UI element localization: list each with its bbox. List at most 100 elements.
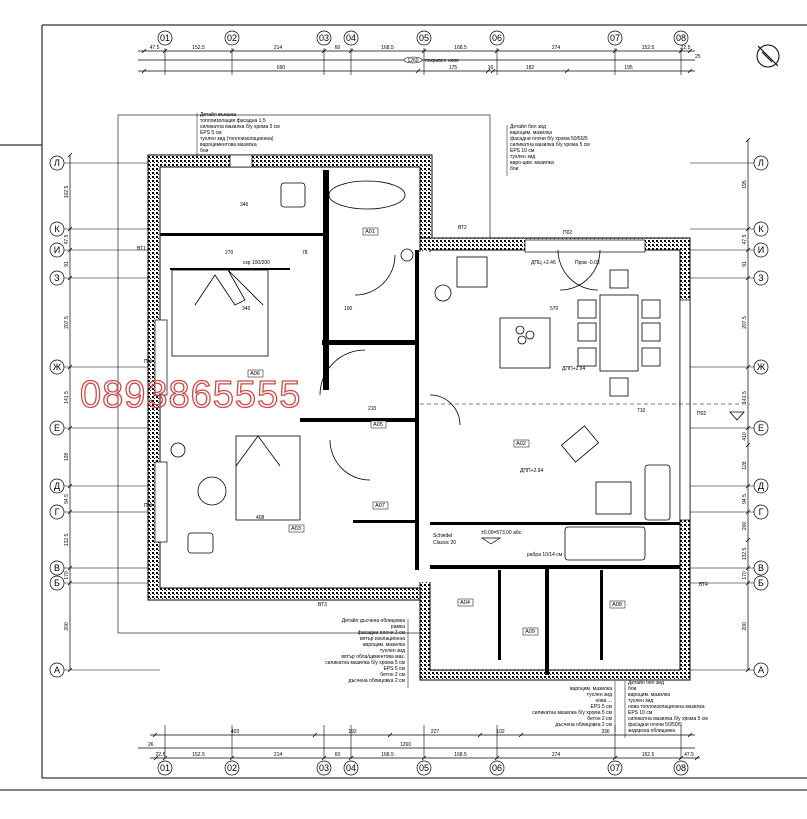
dimension-text: 152.5 <box>642 752 655 758</box>
row-axis-bubble: Д <box>49 478 65 494</box>
room-label: A05 <box>373 422 383 428</box>
legend-item: вятър изолационна <box>360 636 405 642</box>
row-axis-bubble: Е <box>753 420 769 436</box>
row-axis-label: Б <box>54 578 60 588</box>
legend-title: Детайл бял зид <box>510 123 546 130</box>
beam-mid: ДПП+2.94 <box>562 366 585 372</box>
column-axis-label: 07 <box>610 33 620 43</box>
dimension-text: 60 <box>335 45 341 51</box>
row-axis-bubble: Д <box>753 478 769 494</box>
dimension-text: 1260 <box>407 58 418 64</box>
dim-text: 100 <box>344 306 353 312</box>
row-axis-bubble: Г <box>49 504 65 520</box>
legend-item: вароцим. мазилка <box>570 686 612 692</box>
window-label: ПМ <box>144 359 152 365</box>
slab-note: рабра 10/14 см <box>527 552 563 558</box>
legend-title: Детайл бял зид <box>628 679 664 686</box>
dim-text: 710 <box>637 408 646 414</box>
row-axis-bubble: А <box>753 662 769 678</box>
dimension-text: 227 <box>431 729 440 735</box>
legend-item: нова топлоизолационна мазилка <box>628 704 705 710</box>
legend-item: фасадни плочи б/у хрома 50/50/5 <box>510 136 588 142</box>
legend-item: фасадни плочи 50/50/5 <box>628 722 682 728</box>
legend-item: вятър обла/циментова маз. <box>341 654 405 660</box>
dimension-text: 200 <box>742 522 748 531</box>
phone-watermark: 0893865555 <box>80 374 301 416</box>
legend-item: рамка <box>391 624 405 630</box>
legend-item: нова ... <box>596 698 612 704</box>
bed-icon <box>171 269 269 357</box>
column-axis-label: 06 <box>492 33 502 43</box>
legend-item: тухлен зид <box>587 692 612 698</box>
bt-label: ВТ2 <box>458 225 467 231</box>
dimension-text: 94.5 <box>742 494 748 504</box>
column-axis-label: 08 <box>676 33 686 43</box>
legend-item: силикатна мазилка б/у хрома 5 см <box>532 710 612 716</box>
row-axis-label: Л <box>54 158 60 168</box>
legend-item: бои <box>628 686 637 692</box>
dimension-text: 128 <box>64 453 70 462</box>
legend-item: вароцим. мазилка <box>510 130 552 136</box>
dim-text: 346 <box>242 306 251 312</box>
row-axis-bubble: Л <box>49 155 65 171</box>
dimension-text: 214 <box>274 752 283 758</box>
dim-text: 210 <box>368 406 377 412</box>
column-axis-bubble: 01 <box>157 30 173 46</box>
legend-item: тухлен зид <box>510 154 535 160</box>
row-axis-label: Г <box>55 507 60 517</box>
dimension-text: 336 <box>601 729 610 735</box>
legend-item: вароцим. мазилка <box>363 642 405 648</box>
walls <box>147 154 691 681</box>
room-label: A02 <box>516 441 526 447</box>
row-axis-bubble: Ж <box>753 359 769 375</box>
column-axis-label: 01 <box>160 763 170 773</box>
dim-text: 78 <box>302 250 308 256</box>
dimension-text: 168.5 <box>381 752 394 758</box>
column-axis-label: 05 <box>419 33 429 43</box>
legend-item: бои <box>200 148 209 154</box>
dimension-text: 152.5 <box>192 752 205 758</box>
dimension-text: 410 <box>742 432 748 441</box>
row-axis-label: К <box>54 224 60 234</box>
row-axis-bubble: Б <box>49 575 65 591</box>
dimension-text: 207.5 <box>742 316 748 329</box>
dimension-text: 152.5 <box>642 45 655 51</box>
dimension-text: 16 <box>488 65 494 71</box>
window-label: П02 <box>563 230 572 236</box>
legend-item: силикатна мазилка б/у хрома 5 см <box>200 124 280 130</box>
legend-item: зидарска облицовка <box>628 728 675 734</box>
column-axis-bubble: 07 <box>607 30 623 46</box>
row-axis-bubble: Л <box>753 155 769 171</box>
row-axis-label: Ж <box>757 362 766 372</box>
room-label: A01 <box>365 229 375 235</box>
row-axis-bubble: К <box>753 221 769 237</box>
dimension-text: 102 <box>496 729 505 735</box>
dimension-text: 47.5 <box>742 234 748 244</box>
dimension-text: 132.5 <box>64 534 70 547</box>
legend-item: силикатна мазилка б/у хрома 5 см <box>628 716 708 722</box>
room-label: A08 <box>612 602 622 608</box>
legend-item: тухлен зид <box>628 698 653 704</box>
sofa-icon <box>564 526 646 561</box>
dimension-text: 60 <box>335 752 341 758</box>
row-axis-label: А <box>758 665 764 675</box>
row-axis-label: Д <box>758 481 764 491</box>
legend-item: тухлен зид (топлоизолационна) <box>200 136 274 142</box>
legend-item: EPS 10 см <box>628 710 653 716</box>
legend-item: дъсчена облицовка 2 см <box>348 678 405 684</box>
column-axis-bubble: 03 <box>316 30 332 46</box>
dimension-text: 132.5 <box>742 548 748 561</box>
dimension-text: 207.5 <box>64 316 70 329</box>
column-axis-bubble: 06 <box>489 30 505 46</box>
dimension-text: 47.5 <box>684 752 694 758</box>
row-axis-bubble: Ж <box>49 359 65 375</box>
dimension-text: 22.5 <box>681 45 691 51</box>
dimension-text: 195 <box>742 180 748 189</box>
column-axis-bubble: 08 <box>673 30 689 46</box>
dimension-note: покривен ниво <box>425 58 459 64</box>
row-axis-label: К <box>758 224 764 234</box>
legend-item: вароциментова мазилка <box>200 142 257 148</box>
